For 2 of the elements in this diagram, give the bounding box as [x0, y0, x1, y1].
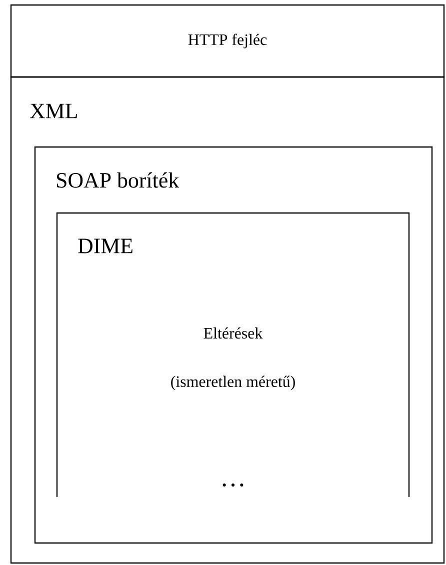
header-box: HTTP fejléc — [10, 4, 445, 78]
attachment-box: DIME Eltérések (ismeretlen méretű) … — [56, 212, 410, 497]
